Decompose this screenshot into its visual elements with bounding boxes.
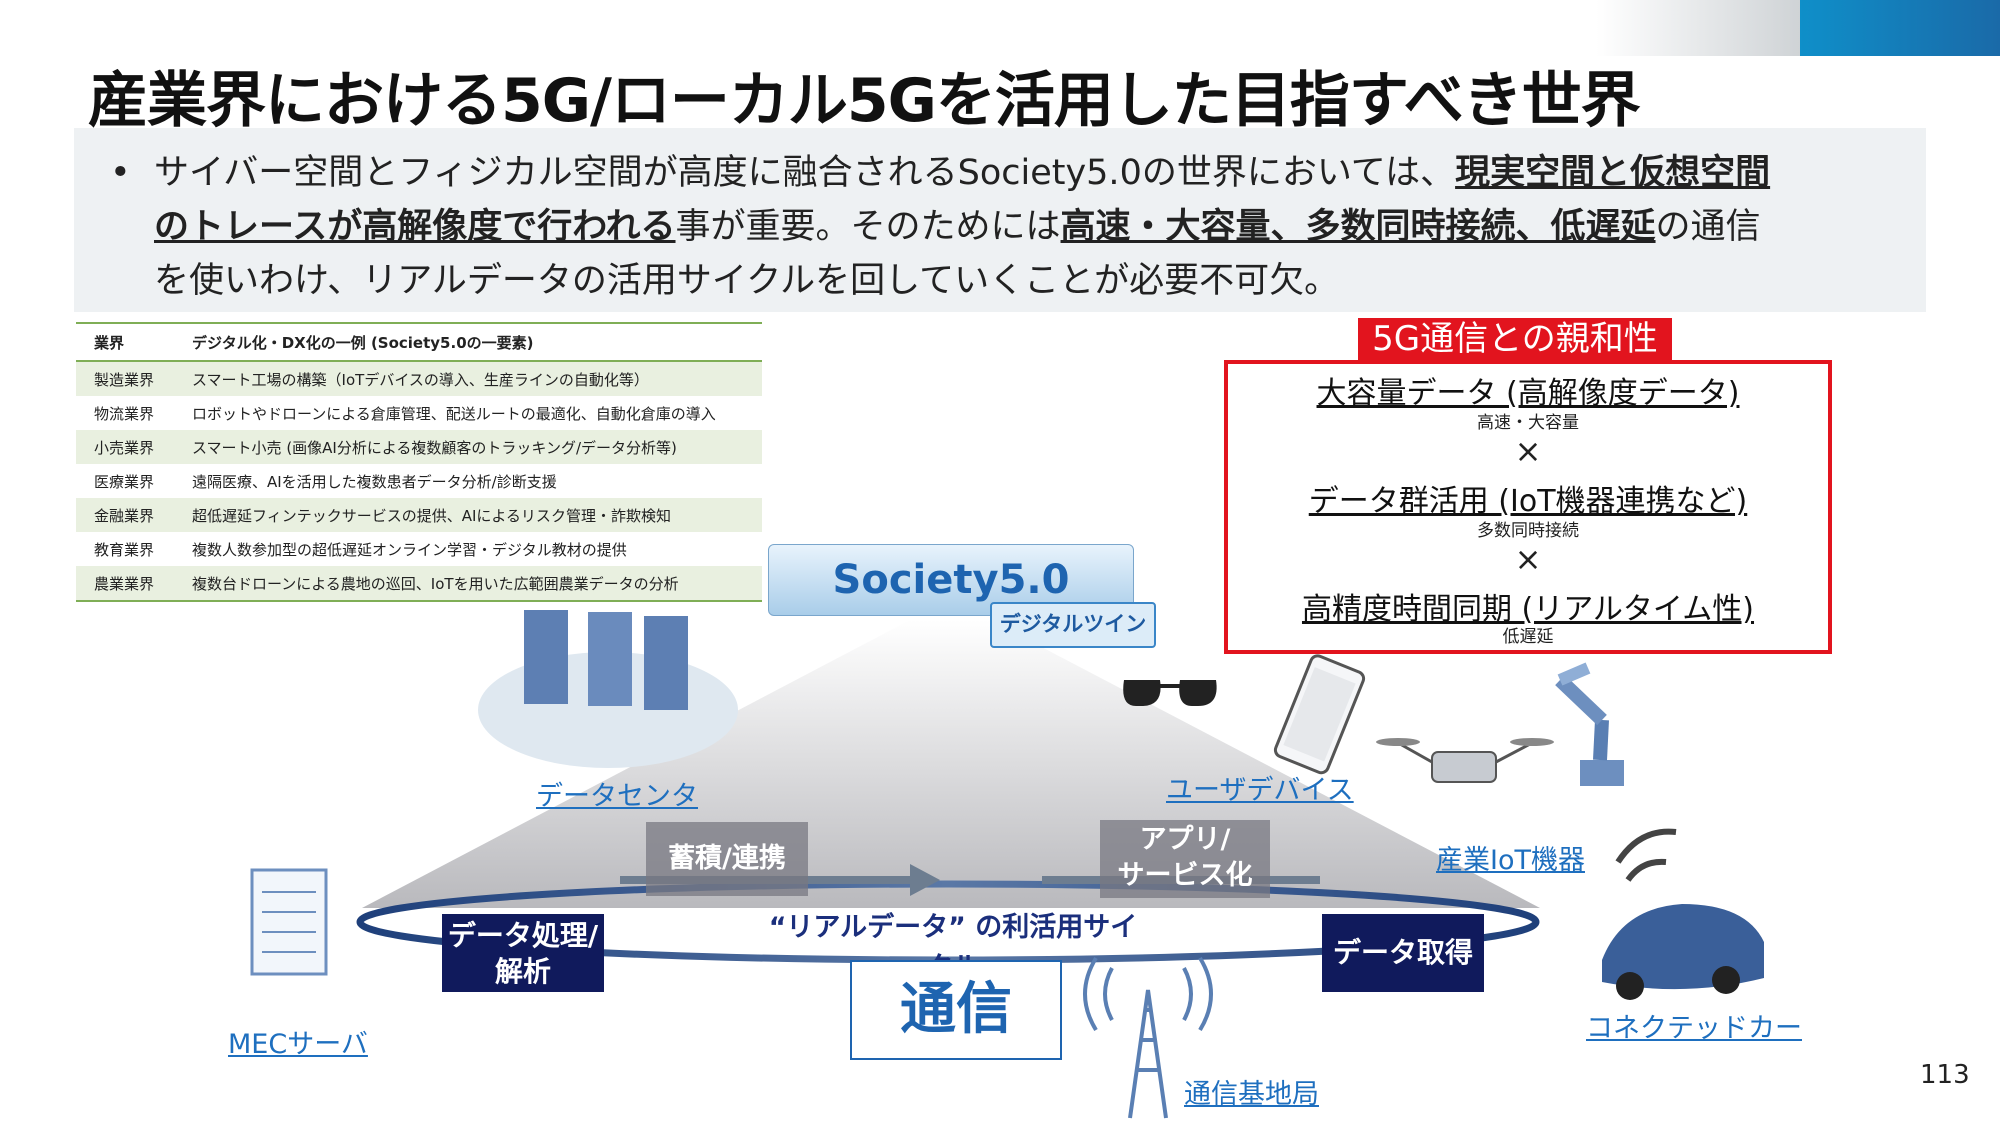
table-cell-example: 超低遅延フィンテックサービスの提供、AIによるリスク管理・詐欺検知 xyxy=(192,506,671,525)
affinity-title: 5G通信との親和性 xyxy=(1358,318,1672,360)
summary-panel xyxy=(74,128,1926,312)
table-cell-industry: 小売業界 xyxy=(94,438,155,457)
cycle-label: “リアルデータ” の利活用サイクル xyxy=(756,908,1150,983)
datacenter-link[interactable]: データセンタ xyxy=(536,781,698,812)
summary-line3: を使いわけ、リアルデータの活用サイクルを回していくことが必要不可欠。 xyxy=(154,261,1340,301)
mec-server-icon xyxy=(250,868,328,976)
table-cell-example: 複数人数参加型の超低遅延オンライン学習・デジタル教材の提供 xyxy=(192,540,627,559)
smartphone-icon xyxy=(1273,654,1366,775)
affinity-item3-sub: 低遅延 xyxy=(1502,627,1554,647)
summary-line2-b: 事が重要。そのためには xyxy=(675,207,1061,247)
times-icon: × xyxy=(1514,540,1542,578)
sunglasses-icon xyxy=(1123,680,1217,706)
affinity-item1: 大容量データ (高解像度データ) xyxy=(1316,376,1740,411)
table-cell-industry: 物流業界 xyxy=(94,404,155,423)
affinity-item2: データ群活用 (IoT機器連携など) xyxy=(1308,484,1748,519)
table-row: 物流業界 ロボットやドローンによる倉庫管理、配送ルートの最適化、自動化倉庫の導入 xyxy=(76,396,762,430)
page-number: 113 xyxy=(1920,1060,1970,1090)
table-cell-example: 複数台ドローンによる農地の巡回、IoTを用いた広範囲農業データの分析 xyxy=(174,566,762,602)
table-header-example: デジタル化・DX化の一例 (Society5.0の一要素) xyxy=(174,322,762,362)
base-station-icon xyxy=(1083,956,1213,1119)
summary-line2-a: のトレースが高解像度で行われる xyxy=(154,207,676,247)
table-row: 小売業界 スマート小売 (画像AI分析による複数顧客のトラッキング/データ分析等) xyxy=(76,430,762,464)
robot-arm-icon xyxy=(1555,662,1624,786)
stage-app-service: アプリ/ サービス化 xyxy=(1100,820,1270,898)
table-cell-industry: 金融業界 xyxy=(94,506,155,525)
industry-table: 業界 デジタル化・DX化の一例 (Society5.0の一要素) 製造業界スマー… xyxy=(76,322,762,602)
page-title: 産業界における5G/ローカル5Gを活用した目指すべき世界 xyxy=(88,66,1641,136)
header-deco-blue xyxy=(1800,0,2000,56)
data-process-box: データ処理/ 解析 xyxy=(442,914,604,992)
table-header-industry: 業界 xyxy=(76,322,174,362)
table-cell-industry: 製造業界 xyxy=(94,370,155,389)
datacenter-icon xyxy=(478,610,738,768)
table-cell-industry: 教育業界 xyxy=(94,540,155,559)
stage-accumulate: 蓄積/連携 xyxy=(646,822,808,896)
communication-label: 通信 xyxy=(850,960,1062,1060)
stage-app-line1: アプリ/ xyxy=(1139,824,1231,855)
table-row: 金融業界 超低遅延フィンテックサービスの提供、AIによるリスク管理・詐欺検知 xyxy=(76,498,762,532)
table-cell-example: ロボットやドローンによる倉庫管理、配送ルートの最適化、自動化倉庫の導入 xyxy=(192,404,716,423)
industrial-iot-link[interactable]: 産業IoT機器 xyxy=(1436,845,1585,876)
table-cell-industry: 医療業界 xyxy=(94,472,155,491)
data-acquire-box: データ取得 xyxy=(1322,914,1484,992)
table-cell-example: スマート工場の構築（IoTデバイスの導入、生産ラインの自動化等） xyxy=(192,370,649,389)
table-cell-example: 遠隔医療、AIを活用した複数患者データ分析/診断支援 xyxy=(192,472,557,491)
summary-line2-d: の通信 xyxy=(1655,207,1761,247)
digital-twin-label: デジタルツイン xyxy=(990,602,1156,648)
table-row: 農業業界複数台ドローンによる農地の巡回、IoTを用いた広範囲農業データの分析 xyxy=(76,566,762,602)
table-cell-example: スマート小売 (画像AI分析による複数顧客のトラッキング/データ分析等) xyxy=(192,438,677,457)
arrow-head-icon xyxy=(910,864,940,896)
drone-icon xyxy=(1376,738,1554,783)
summary-line1-b: 現実空間と仮想空間 xyxy=(1455,153,1771,193)
table-row: 教育業界 複数人数参加型の超低遅延オンライン学習・デジタル教材の提供 xyxy=(76,532,762,566)
affinity-item3: 高精度時間同期 (リアルタイム性) xyxy=(1301,592,1755,627)
table-header-row: 業界 デジタル化・DX化の一例 (Society5.0の一要素) xyxy=(76,322,762,362)
data-process-line1: データ処理/ xyxy=(447,919,599,952)
mec-server-link[interactable]: MECサーバ xyxy=(228,1029,368,1060)
summary-text: • サイバー空間とフィジカル空間が高度に融合されるSociety5.0の世界にお… xyxy=(110,146,1918,308)
table-row: 医療業界 遠隔医療、AIを活用した複数患者データ分析/診断支援 xyxy=(76,464,762,498)
bullet-icon: • xyxy=(110,153,131,193)
connected-car-link[interactable]: コネクテッドカー xyxy=(1586,1013,1802,1044)
affinity-box: 大容量データ (高解像度データ) 高速・大容量 × データ群活用 (IoT機器連… xyxy=(1224,360,1832,654)
affinity-item1-sub: 高速・大容量 xyxy=(1477,413,1579,433)
summary-line1-a: サイバー空間とフィジカル空間が高度に融合されるSociety5.0の世界において… xyxy=(154,153,1456,193)
table-cell-industry: 農業業界 xyxy=(76,566,174,602)
table-row: 製造業界 スマート工場の構築（IoTデバイスの導入、生産ラインの自動化等） xyxy=(76,361,762,396)
data-process-line2: 解析 xyxy=(494,955,551,988)
header-deco-gray xyxy=(1596,0,1800,56)
connected-car-icon xyxy=(1602,828,1764,1000)
summary-line2-c: 高速・大容量、多数同時接続、低遅延 xyxy=(1060,207,1656,247)
user-device-link[interactable]: ユーザデバイス xyxy=(1166,775,1354,806)
affinity-item2-sub: 多数同時接続 xyxy=(1477,521,1579,541)
stage-app-line2: サービス化 xyxy=(1117,860,1253,891)
times-icon: × xyxy=(1514,432,1542,470)
base-station-link[interactable]: 通信基地局 xyxy=(1184,1079,1319,1110)
